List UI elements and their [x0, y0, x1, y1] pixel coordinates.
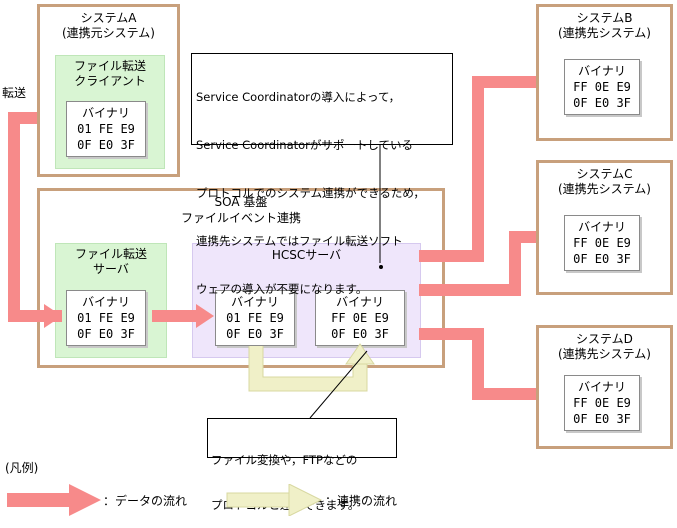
- binary-doc-title: バイナリ: [578, 64, 626, 78]
- binary-doc-line1: 01 FE E9: [77, 311, 135, 325]
- binary-doc-hcsc-source: バイナリ 01 FE E9 0F E0 3F: [215, 290, 295, 346]
- binary-doc-line2: 0F E0 3F: [573, 252, 631, 266]
- binary-doc-line2: 0F E0 3F: [331, 327, 389, 341]
- server-label-line1: ファイル転送: [74, 247, 147, 261]
- binary-doc-line2: 0F E0 3F: [77, 138, 135, 152]
- data-flow-to-system-b: [419, 76, 538, 262]
- data-flow-to-system-c: [419, 231, 538, 296]
- note-top-line1: Service Coordinatorの導入によって，: [196, 90, 401, 104]
- soa-subtitle: ファイルイベント連携: [180, 211, 301, 225]
- system-d-subtitle: (連携先システム): [557, 347, 651, 361]
- note-bottom-line1: ファイル変換や，FTPなどの: [211, 453, 358, 467]
- system-d-box: システムD (連携先システム) バイナリ FF 0E E9 0F E0 3F: [536, 325, 673, 449]
- binary-doc-title: バイナリ: [578, 380, 626, 394]
- binary-doc-hcsc-converted: バイナリ FF 0E E9 0F E0 3F: [315, 290, 405, 346]
- legend-link-arrow: [226, 484, 323, 516]
- note-top: Service Coordinatorの導入によって， Service Coor…: [191, 53, 453, 296]
- binary-doc-system-b: バイナリ FF 0E E9 0F E0 3F: [564, 59, 640, 115]
- binary-doc-system-c: バイナリ FF 0E E9 0F E0 3F: [564, 215, 640, 271]
- binary-doc-line2: 0F E0 3F: [226, 327, 284, 341]
- client-label-line2: クライアント: [74, 74, 146, 88]
- transfer-label: 転送: [2, 86, 27, 100]
- file-transfer-client-box: ファイル転送 クライアント バイナリ 01 FE E9 0F E0 3F: [55, 55, 165, 169]
- legend-data-flow-label: ：データの流れ: [103, 494, 188, 508]
- binary-doc-line1: FF 0E E9: [573, 236, 631, 250]
- binary-doc-title: バイナリ: [231, 295, 279, 309]
- hcsc-server-box: HCSCサーバ バイナリ 01 FE E9 0F E0 3F バイナリ FF 0…: [192, 243, 421, 358]
- binary-doc-title: バイナリ: [82, 295, 130, 309]
- binary-doc-system-d: バイナリ FF 0E E9 0F E0 3F: [564, 375, 640, 431]
- system-b-subtitle: (連携先システム): [557, 26, 651, 40]
- system-a-box: システムA (連携元システム) ファイル転送 クライアント バイナリ 01 FE…: [37, 4, 180, 177]
- data-flow-to-system-d: [419, 328, 538, 400]
- binary-doc-line1: FF 0E E9: [331, 311, 389, 325]
- anchor-dot: [379, 265, 383, 269]
- server-label-line2: サーバ: [93, 262, 129, 276]
- binary-doc-line1: FF 0E E9: [573, 80, 631, 94]
- client-label-line1: ファイル転送: [73, 59, 146, 73]
- file-transfer-server-box: ファイル転送 サーバ バイナリ 01 FE E9 0F E0 3F: [55, 243, 167, 358]
- binary-doc-title: バイナリ: [336, 295, 384, 309]
- binary-doc-line2: 0F E0 3F: [77, 327, 135, 341]
- binary-doc-client: バイナリ 01 FE E9 0F E0 3F: [66, 101, 146, 157]
- note-top-line3: プロトコルでのシステム連携ができるため，: [196, 186, 425, 200]
- system-a-subtitle: (連携元システム): [61, 26, 155, 40]
- binary-doc-title: バイナリ: [578, 220, 626, 234]
- binary-doc-line2: 0F E0 3F: [573, 412, 631, 426]
- system-b-box: システムB (連携先システム) バイナリ FF 0E E9 0F E0 3F: [536, 4, 673, 141]
- soa-title: SOA 基盤: [214, 195, 268, 209]
- binary-doc-line1: 01 FE E9: [226, 311, 284, 325]
- system-c-box: システムC (連携先システム) バイナリ FF 0E E9 0F E0 3F: [536, 160, 673, 295]
- note-top-line2: Service Coordinatorがサポートしている: [196, 138, 414, 152]
- system-a-title: システムA: [80, 11, 137, 25]
- note-bottom: ファイル変換や，FTPなどの プロトコルと連携できます。: [207, 418, 397, 512]
- binary-doc-title: バイナリ: [82, 106, 130, 120]
- system-c-subtitle: (連携先システム): [557, 182, 651, 196]
- soa-platform-box: SOA 基盤 ファイルイベント連携 ファイル転送 サーバ バイナリ 01 FE …: [37, 188, 445, 368]
- binary-doc-line1: FF 0E E9: [573, 396, 631, 410]
- binary-doc-line2: 0F E0 3F: [573, 96, 631, 110]
- hcsc-label: HCSCサーバ: [271, 248, 342, 262]
- legend-link-flow-label: ：連携の流れ: [325, 494, 398, 508]
- binary-doc-line1: 01 FE E9: [77, 122, 135, 136]
- note-top-line4: 連携先システムではファイル転送ソフト: [196, 234, 403, 248]
- binary-doc-server: バイナリ 01 FE E9 0F E0 3F: [66, 290, 146, 346]
- system-b-title: システムB: [576, 11, 633, 25]
- system-c-title: システムC: [576, 167, 633, 181]
- legend-title: (凡例): [5, 461, 39, 475]
- legend-data-arrow: [7, 484, 101, 516]
- note-top-line5: ウェアの導入が不要になります。: [196, 282, 368, 296]
- system-d-title: システムD: [576, 332, 633, 346]
